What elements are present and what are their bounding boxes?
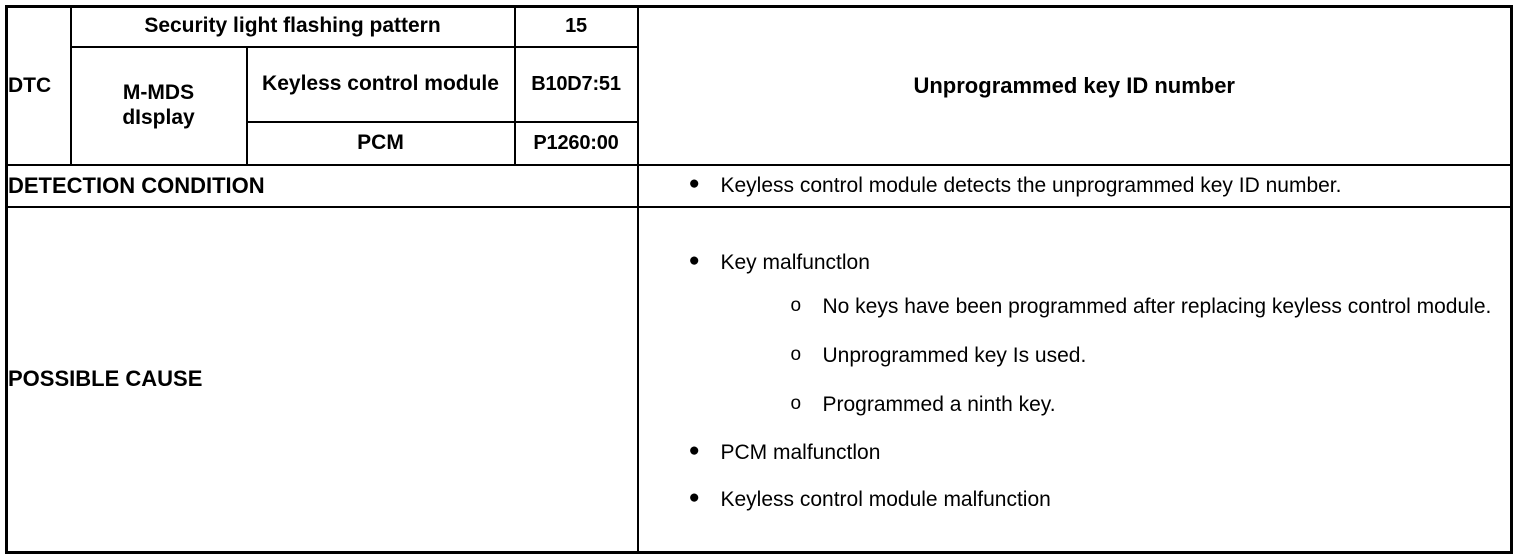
filled-bullet-icon: ● xyxy=(688,250,700,272)
hollow-bullet-icon: o xyxy=(790,294,802,316)
table-row-security-light: DTC Security light flashing pattern 15 U… xyxy=(5,5,1513,166)
hollow-bullet-icon: o xyxy=(790,343,802,365)
possible-cause-content: ● Key malfunctlon o No keys have been pr… xyxy=(636,205,1513,554)
possible-cause-list: ● Key malfunctlon o No keys have been pr… xyxy=(639,235,1511,523)
mmds-display-line1: M-MDS xyxy=(122,80,195,104)
list-item: ● Keyless control module malfunction xyxy=(689,486,1497,513)
table-row-keyless-control-module: M-MDS dIsplay Keyless control module B10… xyxy=(7,45,1512,166)
sub-list-item: o Programmed a ninth key. xyxy=(791,391,1497,418)
possible-cause-label: POSSIBLE CAUSE xyxy=(5,205,639,554)
mmds-display-line2: dIsplay xyxy=(122,105,195,129)
security-light-pattern-value: 15 xyxy=(513,5,639,48)
hollow-bullet-icon: o xyxy=(790,393,802,415)
keyless-control-module-value: B10D7:51 xyxy=(513,45,639,123)
sub-list-item: o Unprogrammed key Is used. xyxy=(791,342,1497,369)
mmds-display-label: M-MDS dIsplay xyxy=(69,45,248,166)
possible-cause-text: PCM malfunctlon xyxy=(720,440,881,464)
list-item: ● PCM malfunctlon xyxy=(689,439,1497,466)
dtc-description-title: Unprogrammed key ID number xyxy=(636,5,1513,166)
pcm-label: PCM xyxy=(245,120,516,166)
security-light-pattern-label: Security light flashing pattern xyxy=(69,5,516,48)
dtc-table: DTC Security light flashing pattern 15 U… xyxy=(5,5,1513,554)
sub-item-text: Unprogrammed key Is used. xyxy=(822,343,1087,367)
possible-cause-text: Keyless control module malfunction xyxy=(720,487,1051,511)
filled-bullet-icon: ● xyxy=(688,439,700,461)
filled-bullet-icon: ● xyxy=(688,172,700,194)
sub-item-text: Programmed a ninth key. xyxy=(822,393,1056,417)
filled-bullet-icon: ● xyxy=(688,486,700,508)
table-row-pcm: PCM P1260:00 xyxy=(7,120,1512,166)
possible-cause-sublist: o No keys have been programmed after rep… xyxy=(721,293,1497,419)
dtc-header-cell: DTC xyxy=(5,5,72,166)
sub-item-text: No keys have been programmed after repla… xyxy=(822,294,1492,318)
detection-condition-list: ● Keyless control module detects the unp… xyxy=(639,172,1511,199)
list-item: ● Keyless control module detects the unp… xyxy=(689,172,1501,199)
table-row-detection-condition: DETECTION CONDITION ● Keyless control mo… xyxy=(5,163,1513,208)
pcm-value: P1260:00 xyxy=(513,120,639,166)
list-item: ● Key malfunctlon o No keys have been pr… xyxy=(689,249,1497,418)
keyless-control-module-label: Keyless control module xyxy=(245,45,516,123)
detection-condition-text: Keyless control module detects the unpro… xyxy=(720,173,1342,197)
sub-list-item: o No keys have been programmed after rep… xyxy=(791,293,1497,320)
table-row-possible-cause: POSSIBLE CAUSE ● Key malfunctlon o No ke… xyxy=(5,205,1513,554)
detection-condition-label: DETECTION CONDITION xyxy=(5,163,639,208)
possible-cause-text: Key malfunctlon xyxy=(720,251,870,275)
detection-condition-content: ● Keyless control module detects the unp… xyxy=(636,163,1513,208)
